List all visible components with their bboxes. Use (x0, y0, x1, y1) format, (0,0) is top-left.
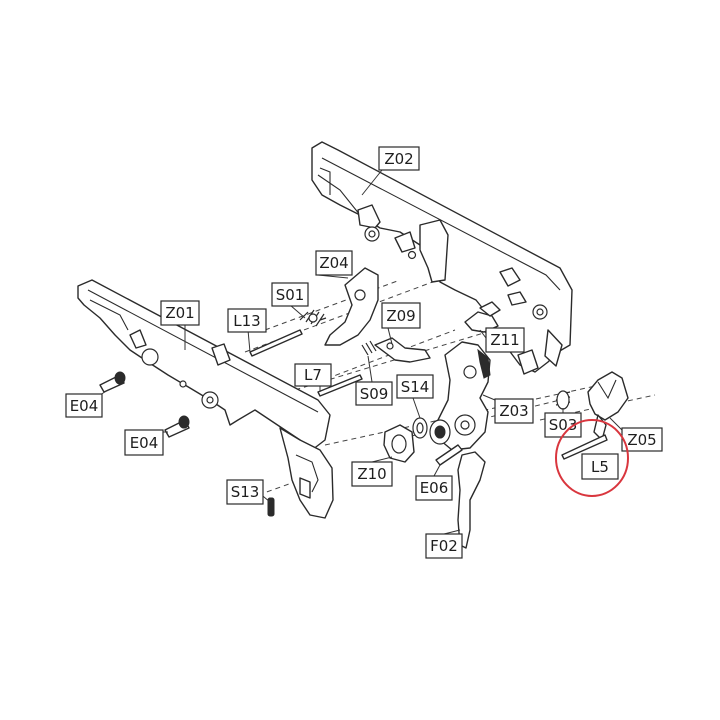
screw-e04-bottom (164, 415, 190, 438)
label-z03: Z03 (494, 398, 534, 424)
svg-text:E06: E06 (420, 479, 449, 497)
svg-text:Z03: Z03 (499, 402, 528, 420)
hammer-z03 (437, 341, 491, 451)
svg-text:E04: E04 (70, 397, 99, 415)
label-l13: L13 (227, 308, 267, 333)
pin-l7 (317, 374, 363, 397)
spring-s09 (361, 340, 377, 356)
svg-text:L5: L5 (591, 458, 609, 476)
svg-text:F02: F02 (430, 537, 458, 555)
label-z04: Z04 (315, 250, 353, 276)
svg-text:S14: S14 (401, 378, 430, 396)
frame-part-z01 (77, 279, 334, 519)
part-z04 (324, 267, 379, 346)
spring-s03 (555, 390, 571, 410)
label-s13: S13 (226, 479, 264, 505)
leader-lines (99, 169, 623, 535)
svg-text:Z05: Z05 (627, 431, 656, 449)
svg-text:Z04: Z04 (319, 254, 348, 272)
label-z11: Z11 (485, 327, 525, 353)
label-l5: L5 (581, 453, 619, 480)
svg-text:Z11: Z11 (490, 331, 519, 349)
spring-s14 (412, 417, 451, 445)
label-s03: S03 (544, 412, 582, 438)
label-e06: E06 (415, 475, 453, 501)
pin-l13 (249, 329, 303, 357)
label-l7: L7 (294, 363, 332, 387)
svg-text:S09: S09 (360, 385, 389, 403)
svg-text:S13: S13 (231, 483, 260, 501)
svg-text:E04: E04 (130, 434, 159, 452)
frame-part-z02 (311, 141, 573, 375)
label-z02: Z02 (378, 146, 420, 171)
trigger-f02 (457, 451, 486, 549)
label-s01: S01 (271, 282, 309, 307)
svg-text:Z09: Z09 (386, 307, 415, 325)
svg-text:L13: L13 (233, 312, 260, 330)
part-z10 (383, 424, 415, 463)
screw-e04-top (99, 371, 126, 393)
highlight-circle (555, 419, 629, 497)
pin-l5 (561, 434, 608, 460)
label-e04-bottom: E04 (124, 429, 164, 456)
svg-text:Z02: Z02 (384, 150, 413, 168)
spring-s01 (299, 309, 327, 327)
label-s14: S14 (396, 374, 434, 399)
svg-text:Z01: Z01 (165, 304, 194, 322)
label-z10: Z10 (351, 461, 393, 487)
svg-text:S03: S03 (549, 416, 578, 434)
label-z01: Z01 (160, 300, 200, 326)
spring-s13 (267, 497, 275, 517)
svg-text:Z10: Z10 (357, 465, 386, 483)
svg-text:L7: L7 (304, 366, 322, 384)
label-s09: S09 (355, 381, 393, 406)
pin-e06 (435, 444, 463, 466)
label-z09: Z09 (381, 302, 421, 329)
svg-text:S01: S01 (276, 286, 305, 304)
part-z11 (464, 301, 501, 333)
part-z09 (374, 337, 431, 363)
label-f02: F02 (425, 533, 463, 559)
label-e04-top: E04 (65, 393, 103, 418)
label-z05: Z05 (621, 427, 663, 452)
